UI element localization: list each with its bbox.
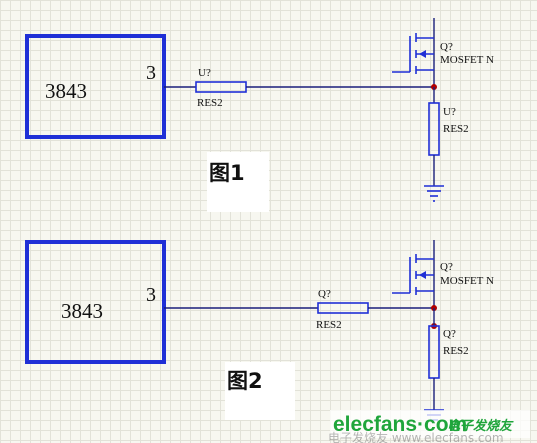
circuit-1: 3843 3 U? RES2 Q? MOSFET N U? RES2 [25,18,494,212]
ic-pin-number: 3 [146,62,156,84]
pulldown-resistor-value: RES2 [443,123,469,135]
pulldown-resistor[interactable] [428,325,440,379]
gate-resistor-ref: U? [198,67,211,79]
gate-resistor-value: RES2 [316,319,342,331]
gate-resistor-value: RES2 [197,97,223,109]
mosfet-arrow-icon [419,271,426,279]
mosfet-ref: Q? [440,261,453,273]
gate-resistor[interactable] [195,81,247,93]
ic-name: 3843 [45,79,87,103]
mosfet-value: MOSFET N [440,54,494,66]
mosfet-q2[interactable] [392,240,435,308]
circuit-2: 3843 3 Q? RES2 Q? MOSFET N Q? RES2 [25,240,494,421]
pulldown-resistor-ref: Q? [443,328,456,340]
watermark: elecfans·com 电子发烧友 电子发烧友 www.elecfans.co… [328,410,530,443]
figure-label-bg [207,152,269,212]
figure-label-bg [225,362,295,420]
pulldown-resistor-ref: U? [443,106,456,118]
mosfet-arrow-icon [419,50,426,58]
figure-2-label: 图2 [227,369,263,393]
pulldown-resistor[interactable] [428,102,440,156]
watermark-url: 电子发烧友 www.elecfans.com [328,430,504,443]
mosfet-q1[interactable] [392,18,435,87]
pulldown-resistor-value: RES2 [443,345,469,357]
mosfet-ref: Q? [440,41,453,53]
ic-3843-box[interactable] [25,240,166,364]
ic-name: 3843 [61,299,103,323]
ic-pin-number: 3 [146,284,156,306]
watermark-cn: 电子发烧友 [447,418,514,434]
ground-icon [424,185,444,202]
watermark-brand: elecfans·com [333,413,467,436]
gate-resistor-ref: Q? [318,288,331,300]
figure-1-label: 图1 [209,161,245,185]
gate-resistor[interactable] [317,302,369,314]
mosfet-value: MOSFET N [440,275,494,287]
